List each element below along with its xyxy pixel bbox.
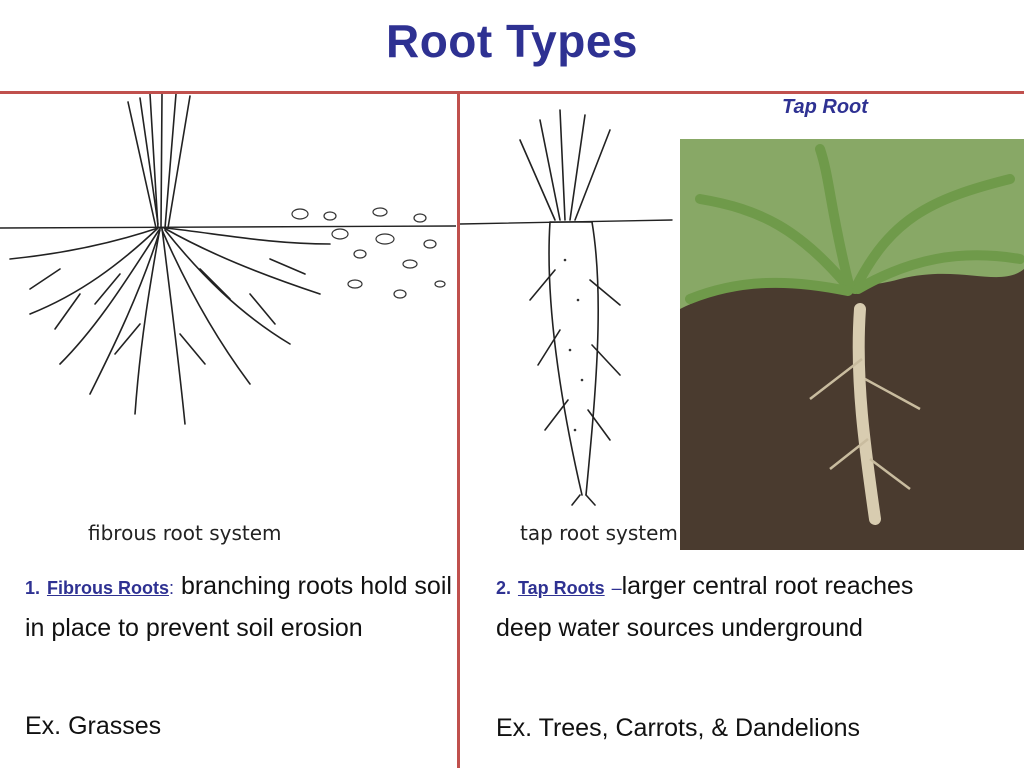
fibrous-description-block: 1. Fibrous Roots: branching roots hold s… [25, 566, 455, 648]
fibrous-term: Fibrous Roots [46, 578, 169, 598]
fibrous-separator: : [168, 578, 174, 598]
tap-drawing-label: tap root system [520, 521, 678, 545]
slide-title: Root Types [385, 15, 639, 67]
tap-term: Tap Roots [517, 578, 605, 598]
photo-caption: Tap Root [782, 96, 868, 118]
tap-description: larger central root reaches deep water s… [496, 572, 914, 642]
horizontal-divider [0, 91, 1024, 94]
fibrous-root-drawing [0, 94, 456, 425]
fibrous-example: Ex. Grasses [25, 712, 162, 740]
tap-separator: – [611, 578, 622, 598]
tap-number: 2. [496, 578, 512, 598]
fibrous-number: 1. [25, 578, 41, 598]
tap-root-photo [680, 139, 1024, 550]
tap-description-block: 2. Tap Roots –larger central root reache… [496, 566, 916, 648]
fibrous-drawing-label: fibrous root system [88, 521, 282, 545]
fibrous-description: branching roots hold soil in place to pr… [25, 572, 452, 642]
vertical-divider [457, 91, 460, 768]
tap-root-drawing [460, 109, 673, 506]
tap-example: Ex. Trees, Carrots, & Dandelions [496, 714, 861, 742]
